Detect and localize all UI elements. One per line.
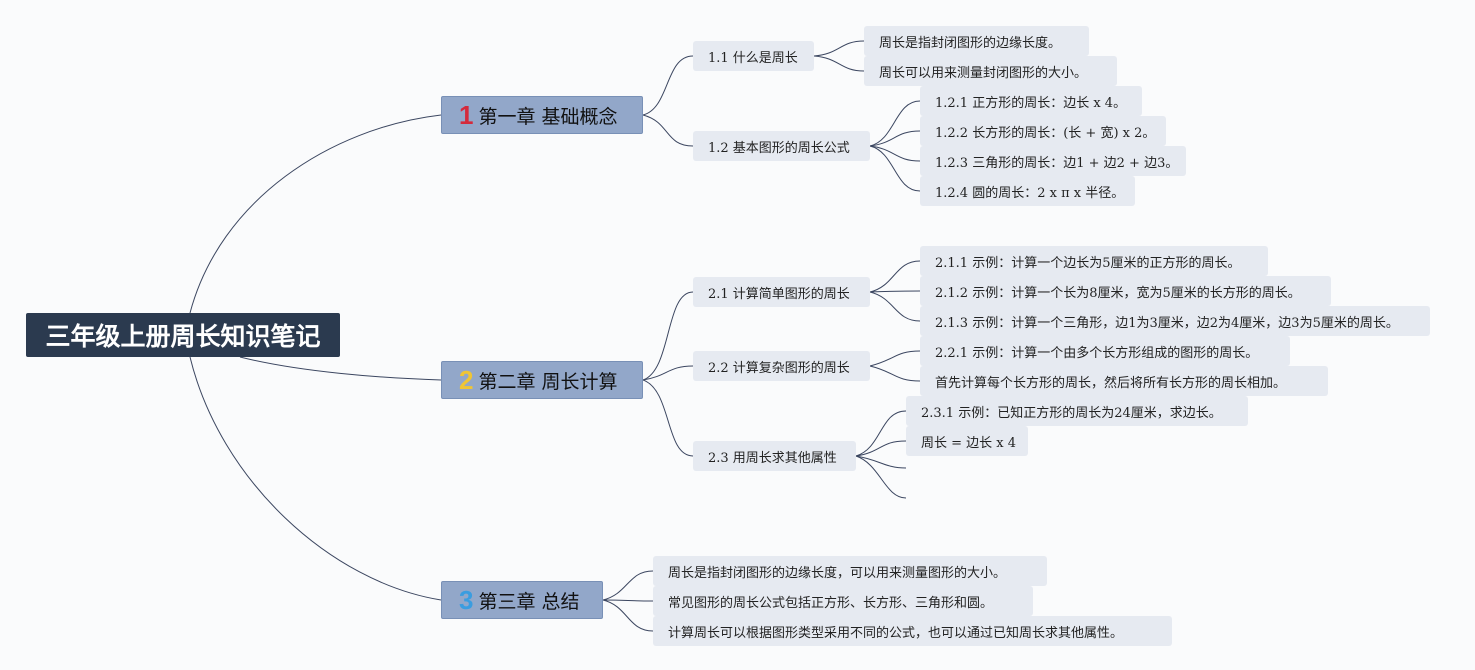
leaf-2-1-2-label: 2.1.2 示例：计算一个长为8厘米，宽为5厘米的长方形的周长。 — [935, 285, 1301, 301]
connector-ch1-to-s11 — [642, 55, 694, 116]
connector-s23-to-1 — [855, 410, 907, 457]
leaf-3-b-label: 常见图形的周长公式包括正方形、长方形、三角形和圆。 — [668, 595, 994, 611]
section-2-1-label: 2.1 计算简单图形的周长 — [708, 286, 850, 302]
chapter-2-topic[interactable]: 2 第二章 周长计算 — [441, 361, 643, 399]
leaf-3-a[interactable]: 周长是指封闭图形的边缘长度，可以用来测量图形的大小。 — [653, 556, 1047, 586]
connector-s12-to-4 — [869, 145, 921, 192]
connector-root-to-chapter-1 — [189, 114, 442, 314]
leaf-1-2-1[interactable]: 1.2.1 正方形的周长：边长 x 4。 — [920, 86, 1142, 116]
connector-s22-to-1 — [869, 350, 921, 367]
chapter-3-number-badge: 3 — [459, 585, 474, 615]
chapter-1-number-badge: 1 — [459, 100, 474, 130]
leaf-1-2-3[interactable]: 1.2.3 三角形的周长：边1 + 边2 + 边3。 — [920, 146, 1186, 176]
chapter-1-label: 第一章 基础概念 — [478, 105, 618, 128]
leaf-1-1-b[interactable]: 周长可以用来测量封闭图形的大小。 — [864, 56, 1117, 86]
connector-ch1-to-s12 — [642, 114, 694, 147]
leaf-2-1-1[interactable]: 2.1.1 示例：计算一个边长为5厘米的正方形的周长。 — [920, 246, 1268, 276]
chapter-3-label: 第三章 总结 — [478, 590, 580, 613]
section-2-2-label: 2.2 计算复杂图形的周长 — [708, 360, 850, 376]
leaf-1-2-4[interactable]: 1.2.4 圆的周长：2 x π x 半径。 — [920, 176, 1135, 206]
section-2-3-topic[interactable]: 2.3 用周长求其他属性 — [693, 441, 856, 471]
connector-s12-to-1 — [869, 100, 921, 147]
leaf-1-2-2-label: 1.2.2 长方形的周长：(长 + 宽) x 2。 — [935, 125, 1156, 141]
leaf-3-b[interactable]: 常见图形的周长公式包括正方形、长方形、三角形和圆。 — [653, 586, 1033, 616]
section-1-1-topic[interactable]: 1.1 什么是周长 — [693, 41, 814, 71]
section-2-2-topic[interactable]: 2.2 计算复杂图形的周长 — [693, 351, 870, 381]
connector-s21-to-1 — [869, 260, 921, 293]
root-topic[interactable]: 三年级上册周长知识笔记 — [26, 313, 340, 357]
section-2-1-topic[interactable]: 2.1 计算简单图形的周长 — [693, 277, 870, 307]
connector-root-to-chapter-2 — [239, 356, 442, 381]
leaf-2-3-2[interactable]: 周长 = 边长 x 4 — [906, 426, 1028, 456]
root-topic-label: 三年级上册周长知识笔记 — [45, 322, 321, 351]
connector-s11-to-a — [813, 40, 865, 57]
section-2-3-label: 2.3 用周长求其他属性 — [708, 450, 837, 466]
connector-s12-to-2 — [869, 130, 921, 147]
leaf-2-1-3-label: 2.1.3 示例：计算一个三角形，边1为3厘米，边2为4厘米，边3为5厘米的周长… — [935, 315, 1399, 331]
connector-ch3-to-c — [602, 599, 654, 632]
leaf-2-2-2[interactable]: 首先计算每个长方形的周长，然后将所有长方形的周长相加。 — [920, 366, 1328, 396]
chapter-3-topic[interactable]: 3 第三章 总结 — [441, 581, 603, 619]
leaf-2-2-2-label: 首先计算每个长方形的周长，然后将所有长方形的周长相加。 — [935, 375, 1287, 391]
connector-s23-to-2 — [855, 440, 907, 457]
connector-s21-to-2 — [869, 290, 921, 293]
connector-s21-to-3 — [869, 291, 921, 322]
leaf-2-1-3[interactable]: 2.1.3 示例：计算一个三角形，边1为3厘米，边2为4厘米，边3为5厘米的周长… — [920, 306, 1430, 336]
leaf-1-1-b-label: 周长可以用来测量封闭图形的大小。 — [879, 65, 1088, 81]
leaf-3-c[interactable]: 计算周长可以根据图形类型采用不同的公式，也可以通过已知周长求其他属性。 — [653, 616, 1172, 646]
leaf-1-1-a-label: 周长是指封闭图形的边缘长度。 — [879, 35, 1062, 51]
connector-s11-to-b — [813, 55, 865, 72]
section-1-2-label: 1.2 基本图形的周长公式 — [708, 140, 850, 156]
connector-ch3-to-a — [602, 570, 654, 601]
leaf-2-1-1-label: 2.1.1 示例：计算一个边长为5厘米的正方形的周长。 — [935, 255, 1241, 271]
leaf-3-a-label: 周长是指封闭图形的边缘长度，可以用来测量图形的大小。 — [668, 565, 1007, 581]
connector-s12-to-3 — [869, 145, 921, 162]
connector-root-to-chapter-3 — [189, 356, 442, 601]
leaf-2-2-1-label: 2.2.1 示例：计算一个由多个长方形组成的图形的周长。 — [935, 345, 1259, 361]
connector-s22-to-2 — [869, 365, 921, 382]
chapter-1-topic[interactable]: 1 第一章 基础概念 — [441, 96, 643, 134]
connector-s23-to-4 — [855, 455, 907, 499]
chapter-2-number-badge: 2 — [459, 365, 474, 395]
leaf-1-2-3-label: 1.2.3 三角形的周长：边1 + 边2 + 边3。 — [935, 155, 1179, 171]
leaf-1-2-2[interactable]: 1.2.2 长方形的周长：(长 + 宽) x 2。 — [920, 116, 1166, 146]
leaf-2-3-1-label: 2.3.1 示例：已知正方形的周长为24厘米，求边长。 — [921, 405, 1222, 421]
connector-ch2-to-s23 — [642, 379, 694, 457]
connector-ch3-to-b — [602, 599, 654, 602]
leaf-1-2-4-label: 1.2.4 圆的周长：2 x π x 半径。 — [935, 185, 1125, 201]
connector-ch2-to-s22 — [642, 365, 694, 381]
section-1-2-topic[interactable]: 1.2 基本图形的周长公式 — [693, 131, 870, 161]
connector-ch2-to-s21 — [642, 291, 694, 381]
connector-s23-to-3 — [855, 455, 907, 469]
leaf-2-1-2[interactable]: 2.1.2 示例：计算一个长为8厘米，宽为5厘米的长方形的周长。 — [920, 276, 1331, 306]
leaf-1-2-1-label: 1.2.1 正方形的周长：边长 x 4。 — [935, 95, 1127, 111]
chapter-2-label: 第二章 周长计算 — [478, 370, 618, 393]
leaf-2-3-2-label: 周长 = 边长 x 4 — [921, 435, 1017, 451]
leaf-1-1-a[interactable]: 周长是指封闭图形的边缘长度。 — [864, 26, 1089, 56]
leaf-3-c-label: 计算周长可以根据图形类型采用不同的公式，也可以通过已知周长求其他属性。 — [668, 625, 1124, 641]
leaf-2-3-1[interactable]: 2.3.1 示例：已知正方形的周长为24厘米，求边长。 — [906, 396, 1248, 426]
section-1-1-label: 1.1 什么是周长 — [708, 50, 798, 66]
leaf-2-2-1[interactable]: 2.2.1 示例：计算一个由多个长方形组成的图形的周长。 — [920, 336, 1290, 366]
